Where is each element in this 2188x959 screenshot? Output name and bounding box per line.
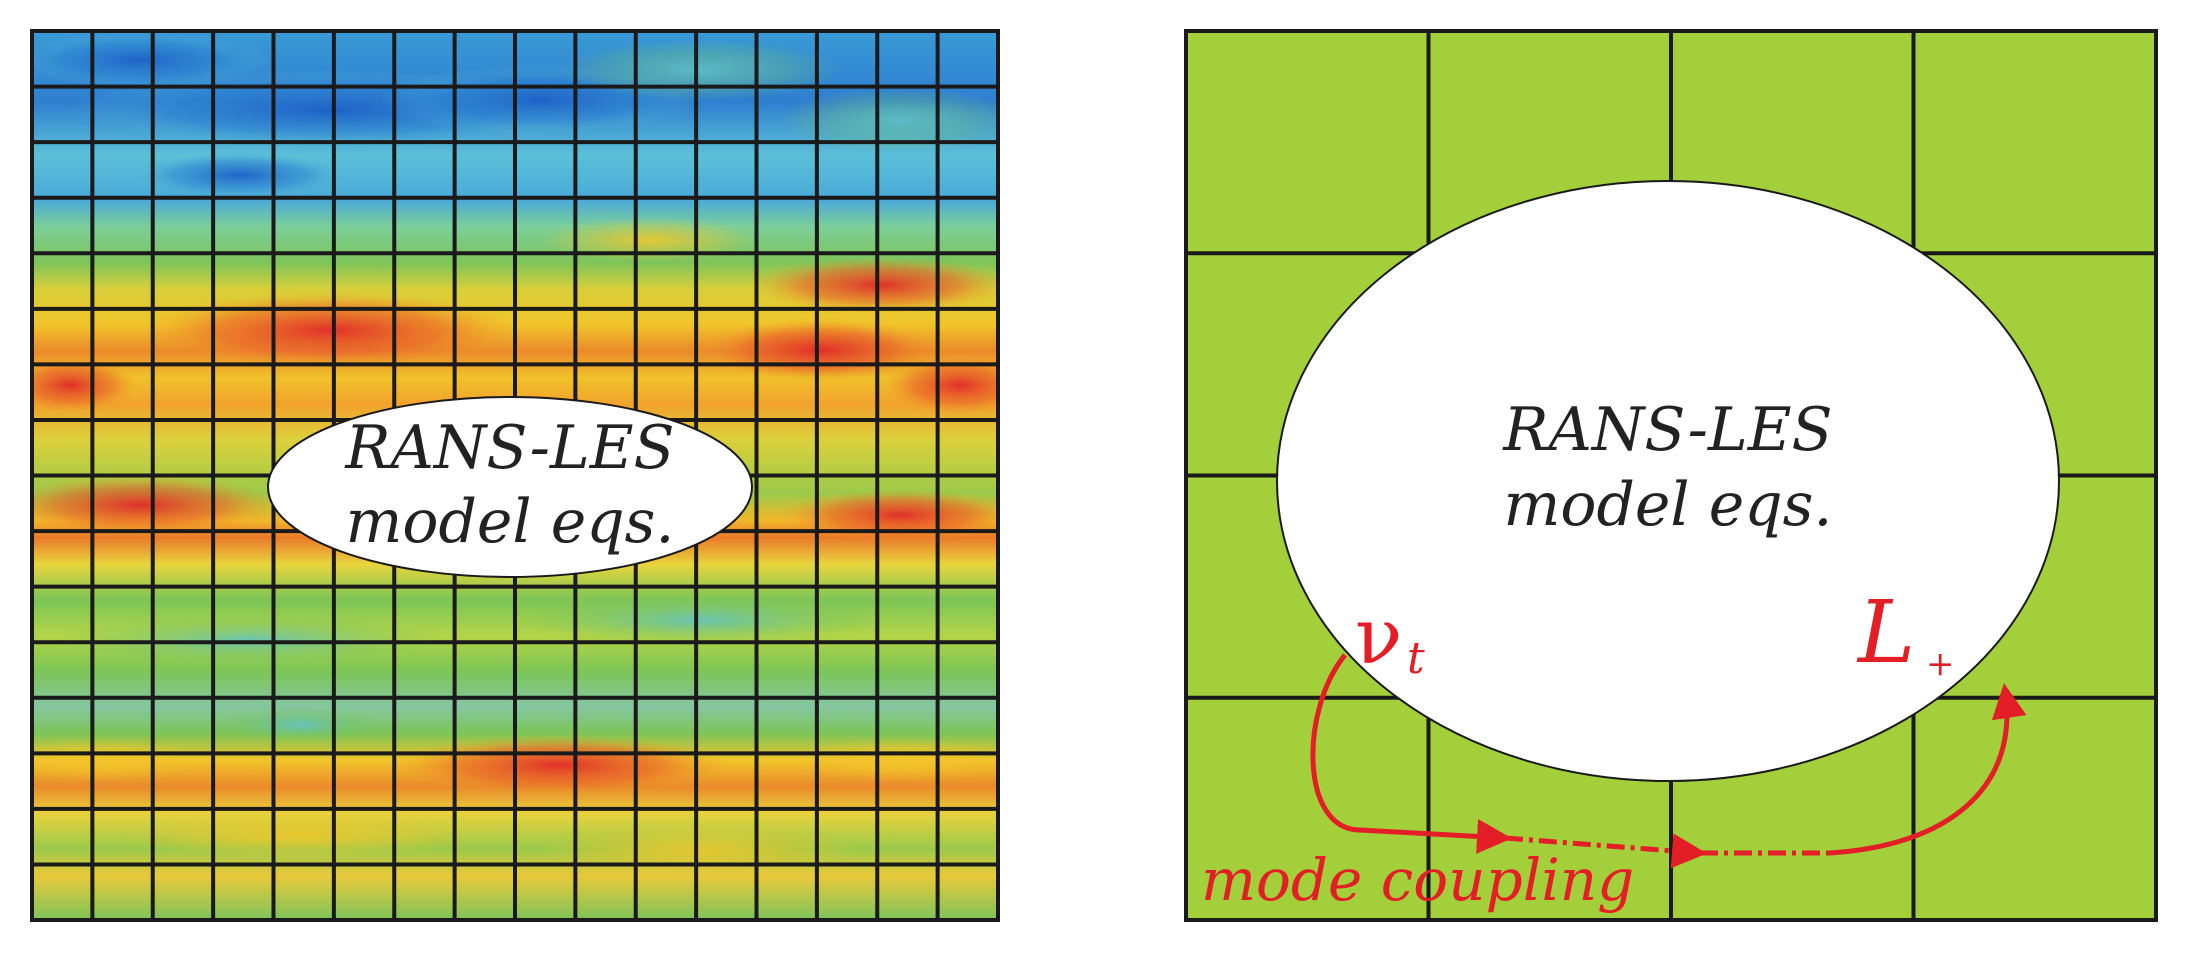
right-panel-border — [1184, 29, 2158, 922]
nu-symbol: ν — [1355, 592, 1402, 682]
nu-t-symbol: ν t — [1355, 592, 1425, 684]
left-ellipse-line2: model eqs. — [346, 487, 675, 557]
right-panel: RANS-LES model eqs. ν t L + mode couplin… — [1184, 29, 2158, 922]
mode-coupling-label: mode coupling — [1201, 846, 1634, 914]
right-ellipse-line2: model eqs. — [1504, 470, 1833, 540]
coupling-arrow-segment-4 — [1829, 683, 2027, 856]
nu-subscript: t — [1407, 633, 1425, 684]
right-model-ellipse — [1276, 180, 2060, 782]
left-model-ellipse — [267, 396, 753, 578]
left-ellipse-line1: RANS-LES — [344, 413, 674, 483]
coupling-arrow-segment-2 — [1504, 833, 1707, 869]
l-symbol: L — [1856, 583, 1915, 683]
coupling-arrow-segment-1 — [1310, 653, 1512, 854]
l-plus-symbol: L + — [1856, 583, 1955, 684]
mode-coupling-arrow — [1310, 653, 2027, 869]
l-subscript: + — [1926, 644, 1955, 684]
left-panel-border — [30, 29, 1000, 922]
right-ellipse-line1: RANS-LES — [1502, 395, 1832, 465]
left-panel: RANS-LES model eqs. — [30, 29, 1000, 922]
